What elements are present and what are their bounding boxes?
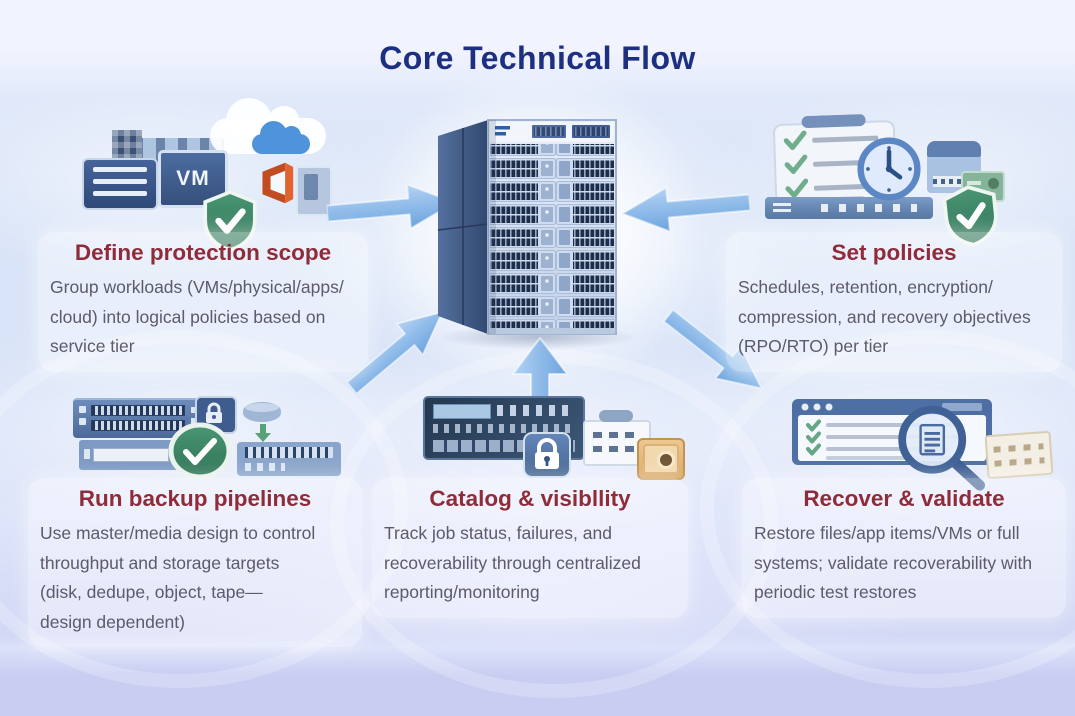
section-heading: Recover & validate (803, 486, 1005, 511)
section-body: Restore files/app items/VMs or full syst… (754, 523, 1033, 602)
server-buttons (497, 405, 575, 416)
check-circle-icon (168, 422, 232, 480)
section-heading: Catalog & visibllity (429, 486, 631, 511)
storage-canister-icon (927, 141, 981, 193)
storage-target-icon (237, 442, 341, 476)
section-define-protection-scope: Define protection scope Group workloads … (38, 232, 368, 372)
server-screen (433, 404, 491, 419)
rack-drive-icon (79, 440, 179, 470)
arrow-scope-to-server (325, 183, 456, 230)
media-server-icon (423, 396, 585, 460)
safe-icon (637, 438, 685, 480)
shield-check-icon (942, 185, 998, 247)
section-catalog-visibility: Catalog & visibllity Track job status, f… (372, 478, 688, 618)
icon-cluster-set-policies (765, 105, 1030, 250)
clock-icon (857, 137, 921, 201)
magnifier-document-icon (898, 405, 985, 491)
office-icon (262, 162, 294, 204)
padlock-icon (523, 432, 571, 478)
section-heading: Set policies (831, 240, 957, 265)
icon-cluster-catalog (415, 390, 685, 490)
lock-glyph (206, 402, 222, 423)
storage-box-slots (593, 446, 641, 452)
icon-cluster-recover (780, 385, 1060, 495)
server-bar-icon (765, 197, 933, 219)
section-body: Track job status, failures, and recovera… (384, 523, 641, 602)
disk-icon (243, 402, 281, 422)
section-set-policies: Set policies Schedules, retention, encry… (726, 232, 1062, 372)
slot-strip (91, 405, 185, 416)
section-recover-validate: Recover & validate Restore files/app ite… (742, 478, 1066, 618)
section-run-backup-pipelines: Run backup pipelines Use master/media de… (28, 478, 362, 647)
transfer-arrow-icon (255, 424, 271, 442)
storage-box-slots (593, 432, 641, 438)
cloud-icon (252, 121, 310, 154)
safe-dial (657, 451, 675, 469)
arrow-policies-to-server (621, 186, 752, 233)
led-light (79, 418, 86, 425)
icon-cluster-define-scope: VM (60, 98, 350, 252)
slot-strip (91, 420, 185, 431)
canister-lid (927, 141, 981, 157)
shield-check-icon (203, 190, 257, 252)
arrow-backup-to-server (346, 311, 444, 395)
canister-label (933, 176, 975, 187)
storage-device-icon (296, 166, 332, 216)
tape-library-icon (984, 430, 1054, 480)
vm-label: VM (176, 167, 210, 190)
icon-cluster-run-backup (55, 390, 355, 490)
tape-slots (994, 457, 1045, 467)
section-body: Group workloads (VMs/physical/apps/ clou… (50, 277, 344, 356)
tape-slots (993, 443, 1044, 453)
section-body: Use master/media design to control throu… (40, 523, 316, 632)
section-heading: Run backup pipelines (78, 486, 312, 511)
page-title: Core Technical Flow (379, 40, 696, 76)
arrow-server-to-recover (662, 308, 763, 390)
server-buttons-row (433, 424, 575, 433)
server-rack-icon (437, 119, 617, 335)
server-list-icon (82, 158, 158, 210)
led-light (79, 406, 86, 413)
section-body: Schedules, retention, encryption/ compre… (738, 277, 1031, 356)
section-heading: Define protection scope (74, 240, 332, 265)
